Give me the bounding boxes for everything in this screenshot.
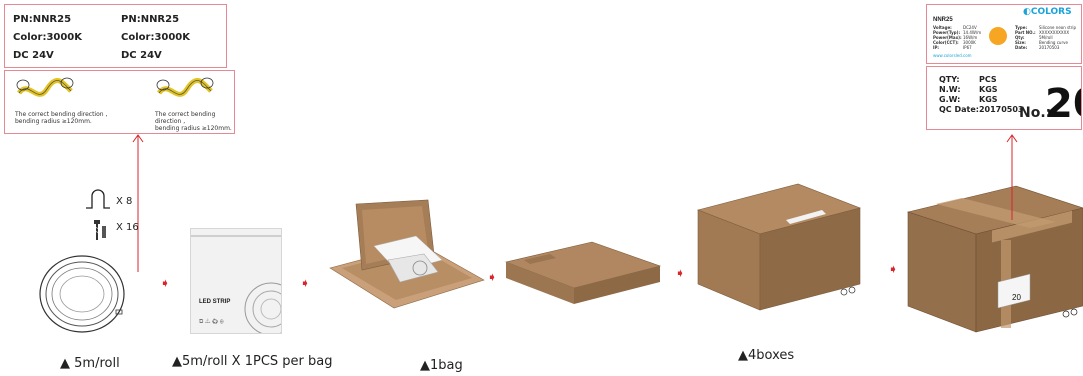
caption-bag: ▲5m/roll X 1PCS per bag: [172, 354, 333, 369]
spec-value: IP67: [963, 45, 981, 50]
large-closed-box: [694, 180, 864, 314]
svg-text:20: 20: [1012, 293, 1021, 302]
brand-text: COLORS: [1031, 7, 1072, 17]
step-arrow-icon: ➧: [160, 276, 170, 290]
bag-zip-line: [191, 235, 281, 237]
qty-units: PCS KGS KGS: [979, 75, 998, 105]
label-dc: DC 24V: [13, 47, 82, 65]
step-arrow-icon: ➧: [487, 270, 497, 284]
gw-field: G.W:: [939, 95, 960, 104]
caption-roll: ▲ 5m/roll: [60, 356, 120, 371]
taped-master-carton: 20: [906, 182, 1083, 336]
label-pn: PN:NNR25: [13, 11, 82, 29]
spec-field: Date:: [1015, 45, 1036, 50]
model-name: NNR25: [933, 17, 953, 23]
spec-fields-left: Voltage: Power(Typ): Power(Max): Color(C…: [933, 25, 962, 50]
label-col2: PN:NNR25 Color:3000K DC 24V: [121, 11, 190, 65]
brand-logo-icon: ◐: [1023, 7, 1031, 17]
website-text: www.colorsled.com: [933, 53, 972, 58]
zip-bag: LED STRIP ⧉ ⚠ ♻ ⊕: [190, 228, 282, 334]
screw-icon: [92, 218, 108, 242]
bending-label: The correct bending direction , bending …: [4, 70, 235, 134]
spec-values-left: DC24V 14.4W/m 16W/m 3000K IP67: [963, 25, 981, 50]
bending-hands-icon: [155, 75, 215, 105]
bag-roll-icon: [241, 281, 281, 333]
label-dc: DC 24V: [121, 47, 190, 65]
open-shipping-box: [324, 198, 488, 310]
spec-values-right: Silicone neon strip XXXXXXXXXXX 5M/roll …: [1039, 25, 1076, 50]
step-arrow-icon: ➧: [300, 276, 310, 290]
product-label: PN:NNR25 Color:3000K DC 24V PN:NNR25 Col…: [4, 4, 227, 68]
qty-field: QTY:: [939, 75, 960, 84]
bend-text-right: The correct bending direction , bending …: [155, 111, 234, 132]
label-pn: PN:NNR25: [121, 11, 190, 29]
screw-qty: X 16: [116, 222, 139, 233]
bag-certification-icons: ⧉ ⚠ ♻ ⊕: [199, 319, 224, 326]
bend-text-line: The correct bending direction ,: [15, 111, 107, 118]
brand-seal-icon: [989, 27, 1007, 45]
bend-text-left: The correct bending direction , bending …: [15, 111, 107, 125]
spec-fields-right: Type: Part NO.: Qty: Size: Date:: [1015, 25, 1036, 50]
label-col1: PN:NNR25 Color:3000K DC 24V: [13, 11, 82, 65]
flat-box: [504, 238, 664, 310]
step-arrow-icon: ➧: [675, 266, 685, 280]
bend-text-line: bending radius ≥120mm.: [15, 118, 107, 125]
mounting-clip-icon: [84, 188, 112, 212]
caption-fourboxes: ▲4boxes: [738, 348, 794, 363]
label-color: Color:3000K: [13, 29, 82, 47]
carton-info-label: ◐COLORS NNR25 Voltage: Power(Typ): Power…: [926, 4, 1082, 64]
gw-unit: KGS: [979, 95, 998, 105]
pointer-arrow-up: [1002, 132, 1022, 220]
bending-hands-icon: [15, 75, 75, 105]
led-roll-icon: [36, 252, 132, 336]
nw-field: N.W:: [939, 85, 961, 94]
label-color: Color:3000K: [121, 29, 190, 47]
step-arrow-icon: ➧: [888, 262, 898, 276]
bend-text-line: bending radius ≥120mm.: [155, 125, 234, 132]
bend-text-line: The correct bending direction ,: [155, 111, 234, 125]
qty-unit: PCS: [979, 75, 998, 85]
box-number-value: 20: [1045, 81, 1082, 127]
caption-onebag: ▲1bag: [420, 358, 463, 373]
spec-field: IP:: [933, 45, 962, 50]
nw-unit: KGS: [979, 85, 998, 95]
qc-date: QC Date:20170503: [939, 105, 1023, 114]
spec-value: 20170503: [1039, 45, 1076, 50]
brand-logo: ◐COLORS: [1023, 7, 1072, 17]
bag-text: LED STRIP: [199, 299, 230, 305]
clip-qty: X 8: [116, 196, 132, 207]
qty-label: QTY: N.W: G.W: QC Date:20170503 PCS KGS …: [926, 66, 1082, 130]
